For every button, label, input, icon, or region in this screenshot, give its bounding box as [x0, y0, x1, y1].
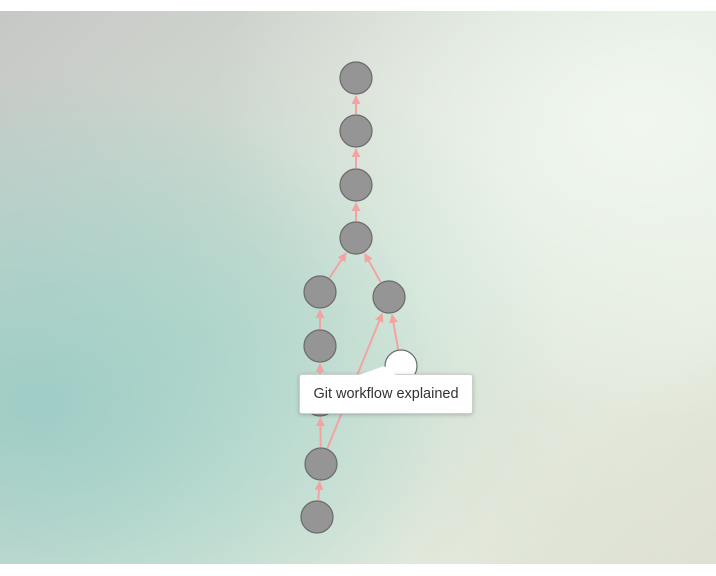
- commit-node[interactable]: [339, 168, 373, 202]
- edge-n11-to-n10: [314, 481, 324, 501]
- node-tooltip: Git workflow explained: [299, 366, 473, 414]
- tooltip-text: Git workflow explained: [313, 386, 459, 402]
- commit-node[interactable]: [300, 500, 334, 534]
- commit-node[interactable]: [372, 280, 406, 314]
- diagram-canvas[interactable]: Git workflow explained: [0, 11, 716, 564]
- edge-n8-to-n6: [389, 313, 400, 350]
- commit-node[interactable]: [339, 61, 373, 95]
- commit-node[interactable]: [303, 329, 337, 363]
- commit-node[interactable]: [339, 114, 373, 148]
- tooltip-pointer: [359, 366, 396, 375]
- edge-n6-to-n4: [363, 252, 382, 283]
- commit-node[interactable]: [303, 275, 337, 309]
- edge-n5-to-n4: [328, 252, 347, 279]
- commit-node[interactable]: [339, 221, 373, 255]
- graph-nodes: [300, 61, 418, 534]
- commit-graph[interactable]: [0, 11, 716, 564]
- commit-node[interactable]: [304, 447, 338, 481]
